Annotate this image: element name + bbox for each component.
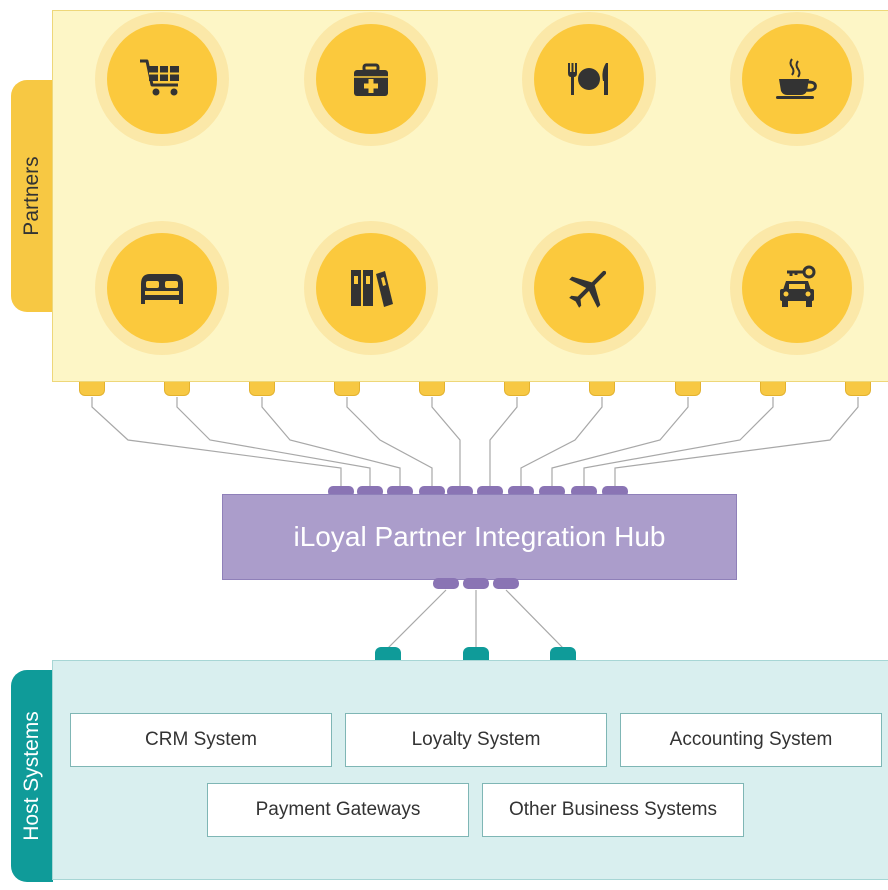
hub-connector <box>602 486 628 497</box>
hub-connector <box>508 486 534 497</box>
accounting-system-box: Accounting System <box>620 713 882 767</box>
hub-connector <box>493 578 519 589</box>
hub-connector <box>539 486 565 497</box>
airplane-icon <box>522 221 656 355</box>
car-rental-icon <box>730 221 864 355</box>
other-business-systems-box: Other Business Systems <box>482 783 744 837</box>
partner-connector <box>845 382 871 396</box>
books-icon <box>304 221 438 355</box>
hub-connector <box>477 486 503 497</box>
partners-tab: Partners <box>11 80 53 312</box>
partner-connector <box>419 382 445 396</box>
dining-icon <box>522 12 656 146</box>
partners-label: Partners <box>20 156 43 236</box>
hub-connector <box>571 486 597 497</box>
hub-connector <box>463 578 489 589</box>
coffee-cup-icon <box>730 12 864 146</box>
partner-connector <box>675 382 701 396</box>
hub-connector <box>387 486 413 497</box>
first-aid-kit-icon <box>304 12 438 146</box>
partner-connector <box>589 382 615 396</box>
crm-system-box: CRM System <box>70 713 332 767</box>
host-systems-panel <box>52 660 888 880</box>
partner-connector <box>249 382 275 396</box>
bed-icon <box>95 221 229 355</box>
host-connector <box>550 647 576 661</box>
hub-connector <box>433 578 459 589</box>
partner-connector <box>760 382 786 396</box>
host-connector <box>463 647 489 661</box>
loyalty-system-box: Loyalty System <box>345 713 607 767</box>
integration-hub: iLoyal Partner Integration Hub <box>222 494 737 580</box>
host-systems-tab: Host Systems <box>11 670 53 882</box>
host-connector <box>375 647 401 661</box>
hub-connector <box>328 486 354 497</box>
hub-title: iLoyal Partner Integration Hub <box>293 521 666 552</box>
host-systems-label: Host Systems <box>20 711 43 841</box>
partner-connector <box>164 382 190 396</box>
hub-connector <box>447 486 473 497</box>
hub-connector <box>357 486 383 497</box>
hub-connector <box>419 486 445 497</box>
payment-gateways-box: Payment Gateways <box>207 783 469 837</box>
partner-connector <box>334 382 360 396</box>
shopping-cart-icon <box>95 12 229 146</box>
partner-connector <box>504 382 530 396</box>
partner-connector <box>79 382 105 396</box>
